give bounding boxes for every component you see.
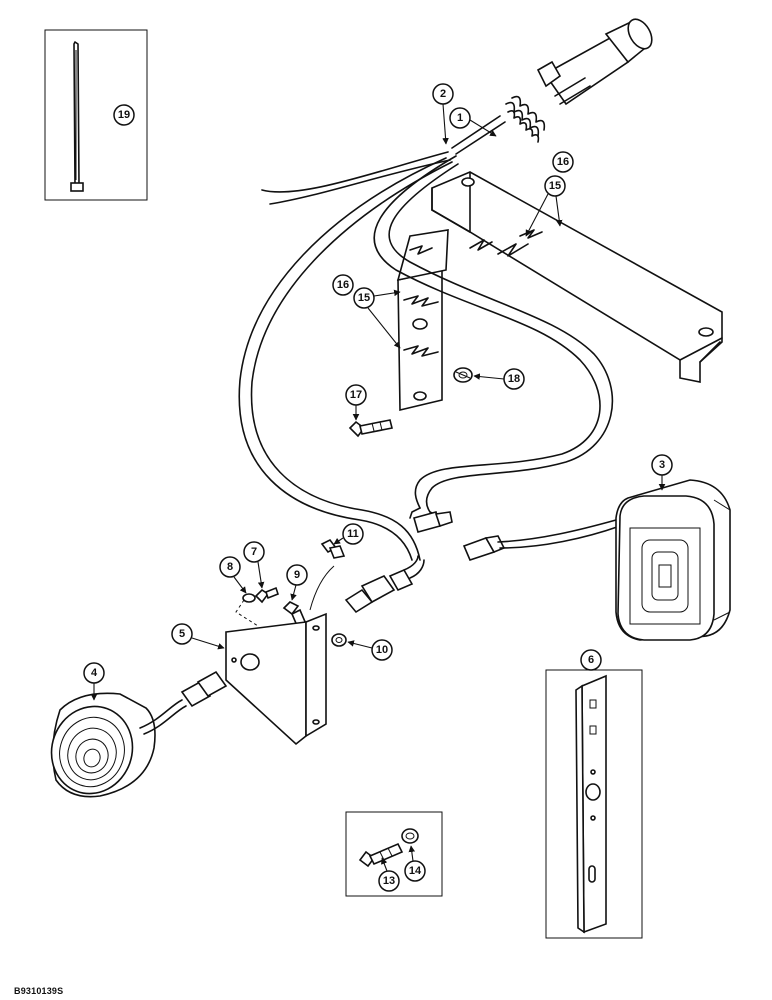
bolt-17-part [348,419,393,438]
callout-8: 8 [219,556,247,594]
callout-4-label: 4 [91,667,98,679]
angle-bracket-5 [225,612,327,746]
callout-16a-label: 16 [557,156,569,168]
callout-15-left: 15 [353,287,401,349]
callout-15b-label: 15 [358,292,370,304]
document-id: B9310139S [14,986,64,996]
callout-17-label: 17 [350,389,362,401]
callout-10-label: 10 [376,644,388,656]
vertical-strap-bracket [396,229,449,412]
upper-support-bracket [431,171,723,383]
callout-18-label: 18 [508,373,520,385]
nut-10-part [331,633,347,647]
callout-5: 5 [171,623,225,650]
washer-8-part [242,593,256,603]
trailer-plug-connector [451,18,653,155]
cable-tie-inset [44,29,148,201]
callout-16-left: 16 [332,274,354,296]
lamp-3-connector-pair [413,511,621,561]
callout-5-label: 5 [179,628,185,640]
bolt-nut-inset [345,811,443,897]
callout-14-label: 14 [409,865,422,877]
callout-2-label: 2 [440,88,446,100]
callout-2: 2 [432,83,454,145]
callout-14: 14 [404,845,426,882]
callout-9-label: 9 [294,569,300,581]
callout-13-label: 13 [383,875,395,887]
nut-18-part [453,367,473,383]
callout-7: 7 [243,541,265,589]
bolt-9-part [282,601,300,616]
callout-19-label: 19 [118,109,130,121]
callout-19: 19 [113,104,135,126]
callout-11-label: 11 [347,528,359,540]
callout-6: 6 [580,649,602,671]
lamp-4-connector-pair [344,555,425,614]
callout-13: 13 [378,857,400,892]
callout-15a-label: 15 [549,180,561,192]
callout-15-top: 15 [525,175,566,237]
callout-1: 1 [449,107,497,137]
callout-9: 9 [286,564,308,601]
callout-1-label: 1 [457,112,463,124]
callout-16b-label: 16 [337,279,349,291]
callout-4: 4 [83,662,105,701]
mounting-strip-inset [545,669,643,939]
callout-18: 18 [473,368,525,390]
callout-3-label: 3 [659,459,665,471]
callout-10: 10 [347,639,393,661]
strain-relief-spring [505,95,546,143]
callout-3: 3 [651,454,673,491]
round-lamp-4 [50,670,228,798]
callout-16-top: 16 [552,151,574,173]
callout-6-label: 6 [588,654,594,666]
callout-17: 17 [345,384,367,421]
rear-lamp-3 [615,479,731,641]
mounting-hardware [235,538,347,647]
callout-7-label: 7 [251,546,257,558]
callout-8-label: 8 [227,561,233,573]
callout-11: 11 [333,523,364,545]
